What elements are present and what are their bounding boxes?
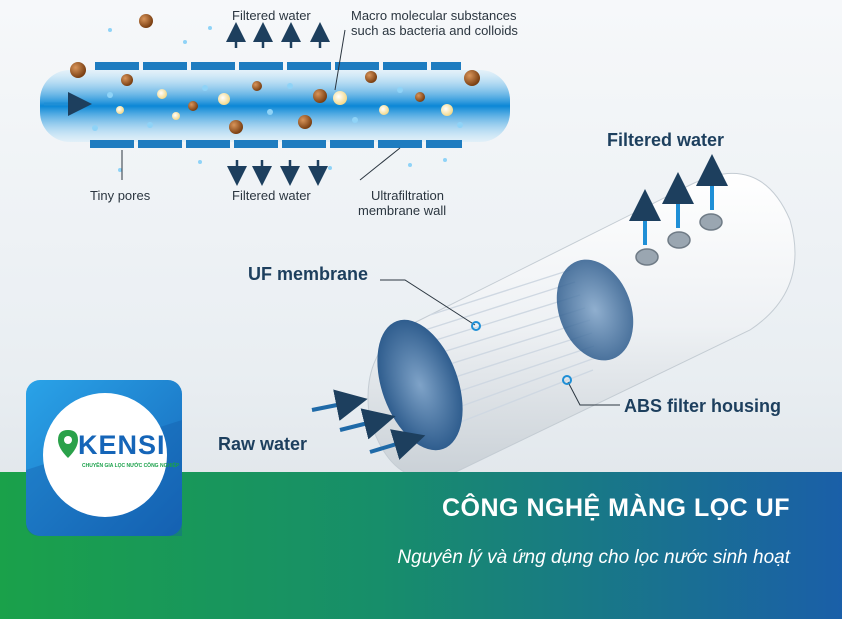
water-molecules (92, 26, 463, 172)
banner-subtitle: Nguyên lý và ứng dụng cho lọc nước sinh … (397, 547, 790, 568)
label-raw-water: Raw water (218, 434, 308, 454)
callout-abs (567, 381, 620, 406)
callout-macro (334, 29, 346, 91)
callout-wall (359, 147, 401, 181)
label-uf-wall-2: membrane wall (358, 203, 447, 218)
label-filtered-water-bottom: Filtered water (232, 188, 311, 203)
label-filtered-water-top: Filtered water (232, 8, 311, 23)
location-pin-icon (58, 430, 78, 458)
callout-uf-membrane (380, 279, 476, 326)
macro-particles (70, 14, 480, 134)
label-filtered-water-cartridge: Filtered water (607, 130, 725, 150)
label-macro-substances-2: such as bacteria and colloids (351, 23, 518, 38)
filtered-arrows-down (227, 160, 328, 186)
fiber-bundle-cut (556, 259, 634, 361)
membrane-wall-top (95, 62, 461, 70)
logo-brand: KENSI (78, 430, 166, 460)
fiber-bundle-end (377, 319, 463, 451)
label-abs-housing: ABS filter housing (624, 396, 781, 416)
membrane-cross-section (40, 14, 510, 186)
uf-cartridge (311, 154, 796, 479)
colloid-particles (116, 89, 453, 120)
outlet-arrows (629, 154, 728, 245)
kensi-logo (26, 380, 182, 536)
water-stream (40, 70, 510, 142)
logo-circle (43, 393, 167, 517)
label-macro-substances-1: Macro molecular substances (351, 8, 517, 23)
label-uf-wall-1: Ultrafiltration (371, 188, 444, 203)
label-tiny-pores: Tiny pores (90, 188, 151, 203)
outlet-holes (635, 213, 723, 266)
filtered-arrows-up (226, 22, 330, 48)
inlet-arrows (311, 389, 426, 460)
logo-tagline: CHUYÊN GIA LỌC NƯỚC CÔNG NGHIỆP (82, 463, 180, 469)
banner-title: CÔNG NGHỆ MÀNG LỌC UF (442, 494, 790, 522)
label-uf-membrane: UF membrane (248, 264, 369, 284)
membrane-wall-bottom (90, 140, 462, 148)
